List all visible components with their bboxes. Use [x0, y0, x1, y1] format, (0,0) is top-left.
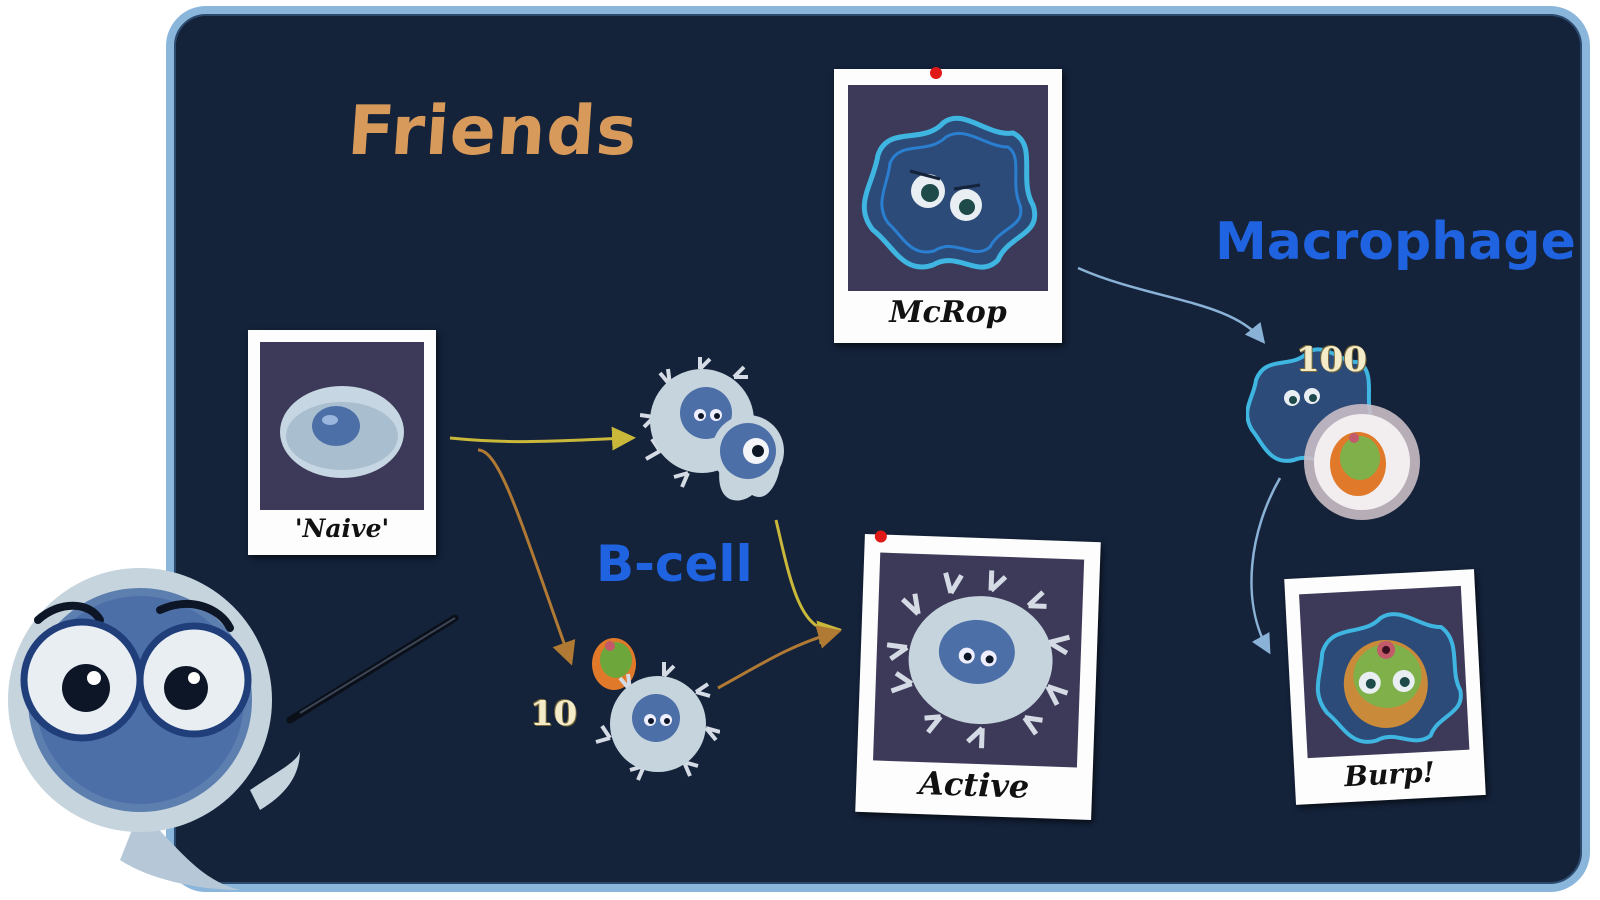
red-pin-icon [930, 67, 942, 79]
bcell-label: B-cell [596, 535, 753, 593]
bcell-pair-icon [640, 357, 784, 501]
naive-card: 'Naive' [248, 330, 436, 555]
active-caption: Active [918, 764, 1030, 806]
naive-photo [260, 342, 424, 510]
arrow-naive-to-infected-bcell [477, 448, 576, 666]
burp-caption: Burp! [1343, 755, 1436, 794]
macrophage-count-label: 100 [1296, 340, 1367, 380]
macrophage-label: Macrophage [1215, 212, 1576, 272]
active-bcell-icon [886, 570, 1071, 749]
naive-caption: 'Naive' [294, 514, 390, 543]
red-pin-icon [874, 530, 888, 543]
burp-photo [1299, 585, 1470, 759]
bcell-with-pathogen-icon [592, 638, 720, 781]
arrow-bcell-pair-to-active [774, 519, 842, 645]
mcrop-photo [848, 85, 1048, 291]
professor-mascot-icon [8, 568, 300, 890]
macrophage-attacking-icon [1246, 347, 1420, 520]
naive-cell-icon [280, 386, 404, 478]
burp-card: Burp! [1284, 569, 1486, 805]
macrophage-eating-icon [1315, 612, 1463, 744]
mcrop-card: McRop [834, 67, 1062, 343]
arrow-macrophage-to-burp [1250, 477, 1282, 655]
active-card: Active [855, 530, 1101, 821]
arrow-mcrop-to-macrophage [1077, 266, 1266, 344]
bcell-count-label: 10 [530, 694, 578, 734]
arrow-naive-to-bcell-pair [449, 426, 636, 451]
active-photo [873, 552, 1085, 768]
macrophage-icon [861, 115, 1038, 270]
arrow-infected-bcell-to-active [717, 625, 842, 690]
mcrop-caption: McRop [889, 295, 1007, 330]
